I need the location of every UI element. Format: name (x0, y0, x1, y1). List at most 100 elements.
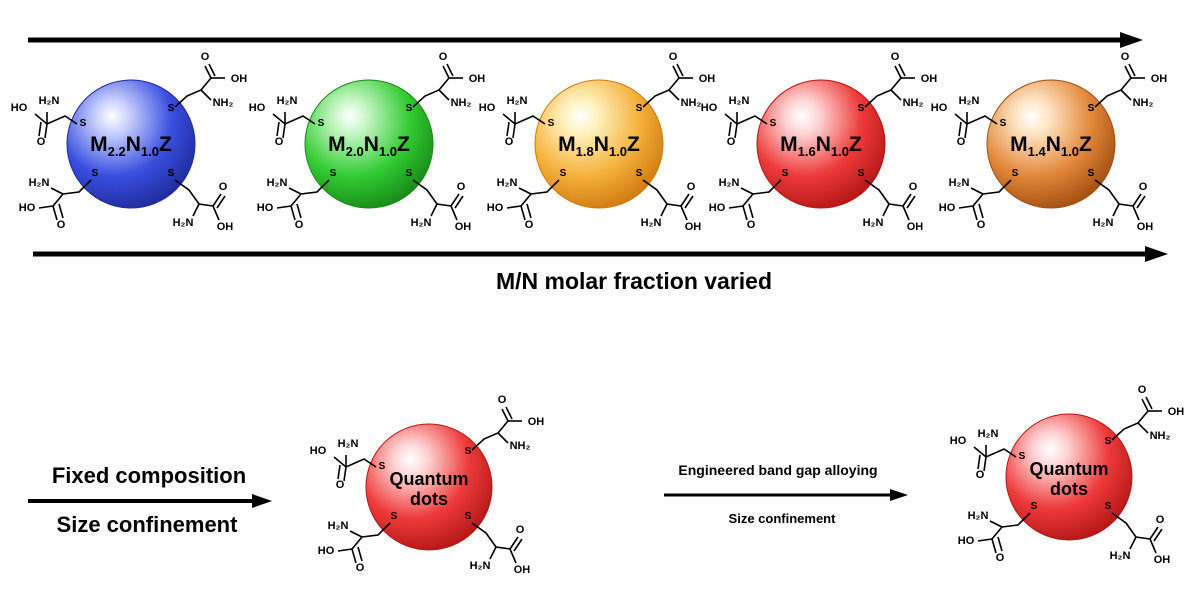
quantum-dots-label-line1: Quantum (1030, 459, 1109, 479)
ligand-top-left (502, 112, 546, 139)
ligand-bottom-left (337, 522, 391, 564)
ligand-top-right (1111, 396, 1162, 441)
fixed-composition-label: Fixed composition (52, 463, 246, 488)
ligand-label: O (669, 51, 678, 63)
ligand-label: H₂N (411, 217, 432, 229)
ligand-label: O (57, 219, 66, 231)
ligand-label: H₂N (338, 438, 359, 450)
sulfur-label: S (1012, 168, 1019, 179)
ligand-label: OH (699, 73, 716, 85)
ligand-label: O (976, 469, 985, 481)
ligand-bottom-right (1111, 512, 1163, 554)
ligand-label: HO (939, 202, 956, 214)
sulfur-label: S (168, 103, 175, 114)
ligand-label: OH (685, 221, 702, 233)
ligand-label: NH₂ (1150, 430, 1171, 442)
ligand-label: O (1121, 51, 1130, 63)
ligand-label: OH (217, 221, 234, 233)
middle-arrow (33, 246, 1168, 262)
ligand-label: O (891, 51, 900, 63)
ligand-label: H₂N (968, 510, 989, 522)
molar-fraction-caption: M/N molar fraction varied (496, 268, 772, 294)
ligand-label: H₂N (959, 95, 980, 107)
particle-sphere (534, 79, 664, 209)
ligand-bottom-left (38, 179, 92, 221)
ligand-bottom-right (864, 179, 916, 221)
ligand-label: OH (514, 564, 531, 576)
ligand-bottom-left (276, 179, 330, 221)
sulfur-label: S (636, 168, 643, 179)
sulfur-label: S (1105, 436, 1112, 447)
ligand-label: H₂N (949, 177, 970, 189)
sulfur-label: S (168, 168, 175, 179)
sulfur-label: S (1105, 501, 1112, 512)
ligand-label: HO (958, 535, 975, 547)
quantum-dots-label-line1: Quantum (390, 469, 469, 489)
ligand-label: O (747, 219, 756, 231)
ligand-label: O (1139, 181, 1148, 193)
ligand-label: O (977, 219, 986, 231)
ligand-label: O (1156, 514, 1165, 526)
ligand-label: O (219, 181, 228, 193)
ligand-label: OH (907, 221, 924, 233)
sulfur-label: S (636, 103, 643, 114)
ligand-label: HO (249, 102, 266, 114)
ligand-label: OH (1151, 73, 1168, 85)
ligand-label: O (525, 219, 534, 231)
ligand-label: H₂N (978, 428, 999, 440)
sulfur-label: S (92, 168, 99, 179)
ligand-label: O (295, 219, 304, 231)
sulfur-label: S (406, 103, 413, 114)
ligand-top-left (973, 445, 1017, 472)
ligand-label: O (909, 181, 918, 193)
ligand-bottom-right (412, 179, 464, 221)
ligand-label: H₂N (29, 177, 50, 189)
sulfur-label: S (1019, 451, 1026, 462)
ligand-label: O (356, 562, 365, 574)
ligand-label: O (957, 136, 966, 148)
ligand-bottom-right (174, 179, 226, 221)
ligand-top-left (724, 112, 768, 139)
ligand-label: H₂N (470, 560, 491, 572)
sulfur-label: S (379, 461, 386, 472)
size-confinement-label-left: Size confinement (57, 512, 239, 537)
ligand-label: OH (455, 221, 472, 233)
sulfur-label: S (465, 511, 472, 522)
sulfur-label: S (560, 168, 567, 179)
particle-sphere (304, 79, 434, 209)
ligand-label: H₂N (277, 95, 298, 107)
ligand-top-left (34, 112, 78, 139)
ligand-label: OH (528, 416, 545, 428)
ligand-label: O (727, 136, 736, 148)
ligand-label: NH₂ (903, 97, 924, 109)
ligand-bottom-left (728, 179, 782, 221)
ligand-top-left (333, 455, 377, 482)
ligand-top-right (1094, 63, 1145, 108)
ligand-label: OH (469, 73, 486, 85)
particle-formula: M2.0N1.0Z (328, 133, 410, 159)
ligand-label: O (498, 394, 507, 406)
band-gap-arrow (664, 489, 908, 501)
fixed-composition-arrow (28, 494, 272, 508)
ligand-bottom-left (958, 179, 1012, 221)
sulfur-label: S (1000, 118, 1007, 129)
ligand-label: H₂N (863, 217, 884, 229)
ligand-label: O (996, 552, 1005, 564)
ligand-label: O (505, 136, 514, 148)
ligand-label: NH₂ (510, 440, 531, 452)
ligand-label: NH₂ (681, 97, 702, 109)
particle-sphere (986, 79, 1116, 209)
ligand-bottom-right (642, 179, 694, 221)
ligand-label: H₂N (1093, 217, 1114, 229)
particle-sphere (756, 79, 886, 209)
particle-formula: M2.2N1.0Z (90, 133, 172, 159)
ligand-label: H₂N (729, 95, 750, 107)
sulfur-label: S (318, 118, 325, 129)
ligand-label: HO (318, 545, 335, 557)
ligand-top-right (174, 63, 225, 108)
